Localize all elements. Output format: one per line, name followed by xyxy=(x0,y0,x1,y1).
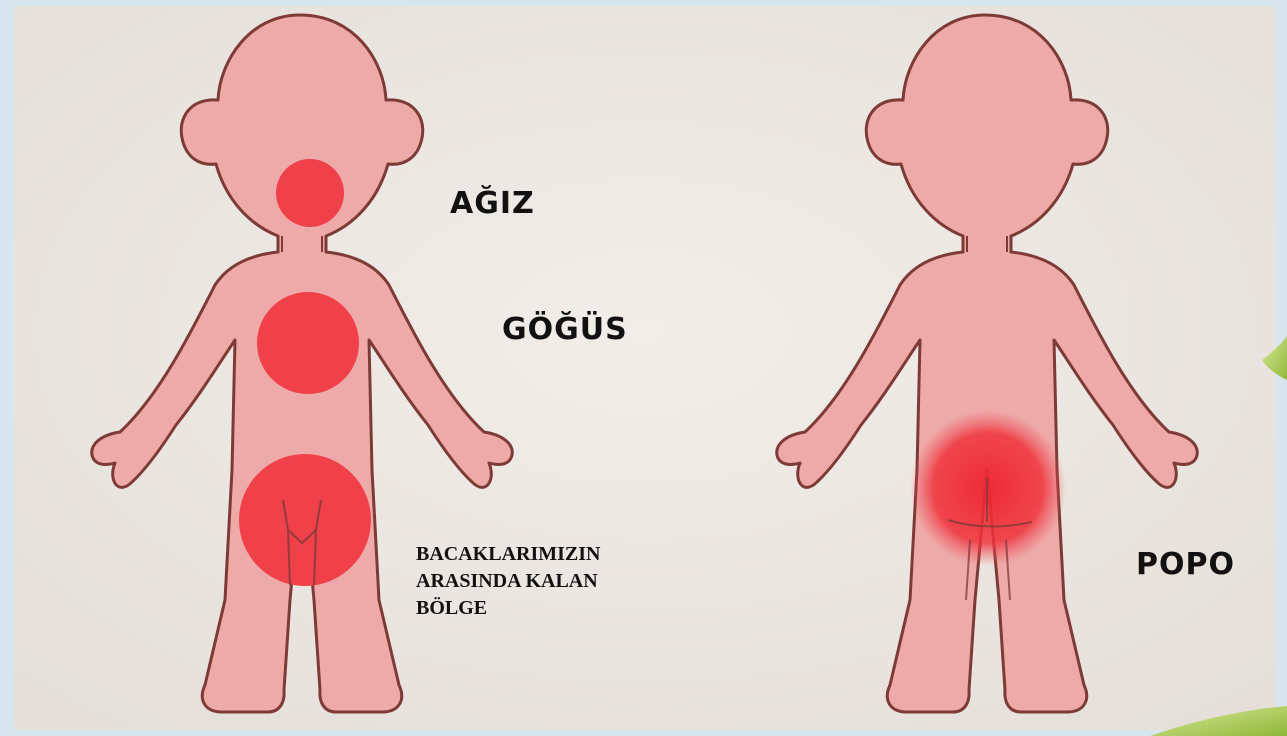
label-chest: GÖĞÜS xyxy=(502,312,628,347)
label-between-legs-line-2: ARASINDA KALAN xyxy=(416,568,600,595)
zone-mouth-marker xyxy=(276,159,344,227)
label-between-legs-line-3: BÖLGE xyxy=(416,595,600,622)
label-mouth: AĞIZ xyxy=(450,186,535,221)
zone-chest-marker xyxy=(257,292,359,394)
label-between-legs-line-1: BACAKLARIMIZIN xyxy=(416,541,600,568)
zone-between-legs-marker xyxy=(239,454,371,586)
label-between-legs: BACAKLARIMIZIN ARASINDA KALAN BÖLGE xyxy=(416,541,600,622)
label-bottom: POPO xyxy=(1136,547,1235,582)
